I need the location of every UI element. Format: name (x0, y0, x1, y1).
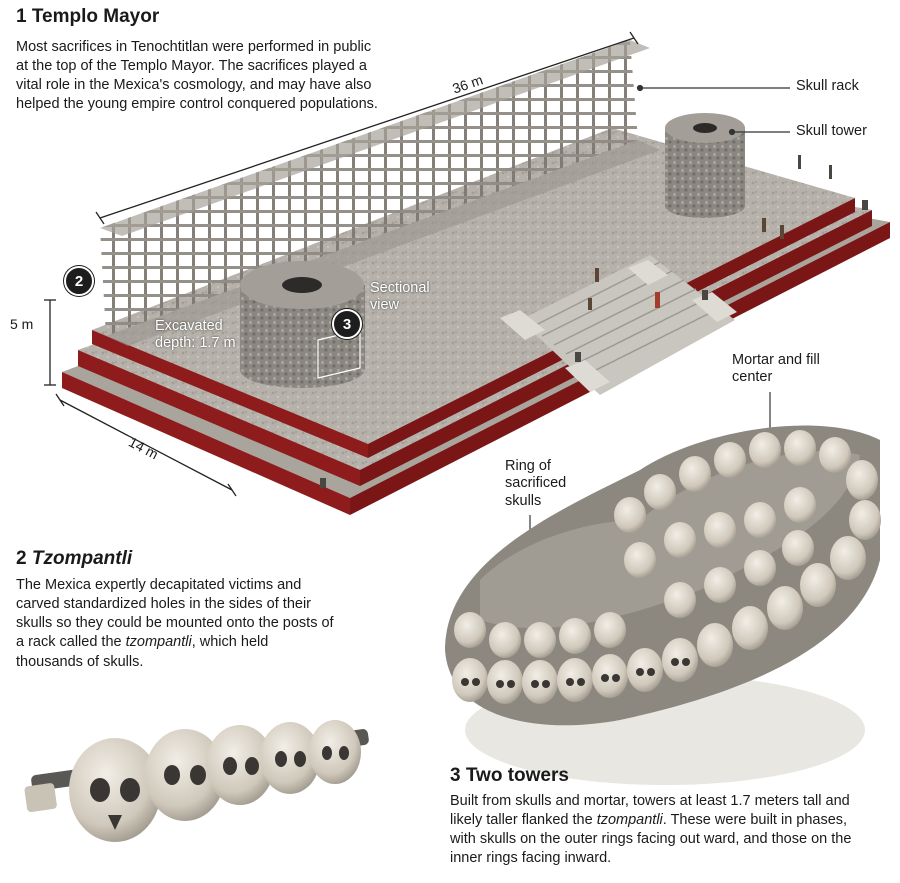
section2-title: 2 Tzompantli (16, 548, 132, 570)
section2-body-em: tzompantli (125, 634, 192, 651)
badge-3: 3 (332, 309, 362, 339)
people (588, 218, 784, 310)
sectional-view-label: Sectional view (370, 280, 430, 313)
excavated-depth-label: Excavated depth: 1.7 m (155, 318, 236, 351)
skull-tower-label: Skull tower (796, 123, 867, 139)
section2-body-post: , which held thousands of skulls. (16, 634, 269, 670)
section2-body: The Mexica expertly decapitated victims … (16, 576, 336, 672)
skull-rack-label: Skull rack (796, 78, 859, 94)
section1-title: 1 Templo Mayor (16, 6, 160, 27)
skull-rod (24, 720, 369, 842)
ring-skulls-label: Ring of sacrificed skulls (505, 458, 567, 509)
section2-body-pre: The Mexica expertly decapitated victims … (16, 577, 334, 651)
skull-tower-large (240, 261, 365, 388)
section2-title-em: Tzompantli (31, 548, 133, 569)
skull-tower-small (665, 113, 745, 218)
section3-title: 3 Two towers (450, 765, 569, 786)
torches (320, 155, 868, 488)
dimension-height: 5 m (10, 316, 34, 332)
mortar-fill-label: Mortar and fill center (732, 352, 820, 386)
section1-body: Most sacrifices in Tenochtitlan were per… (16, 39, 378, 113)
section2-title-num: 2 (16, 548, 32, 569)
section3-body-em: tzompantli (596, 812, 663, 829)
dimension-lines (44, 31, 639, 497)
staircase (500, 255, 737, 395)
section3-body: Built from skulls and mortar, towers at … (450, 792, 870, 869)
section3-body-post: . These were built in phases, with skull… (450, 812, 852, 867)
sectional-tower (445, 425, 881, 785)
badge-2: 2 (64, 266, 94, 296)
section3-body-pre: Built from skulls and mortar, towers at … (450, 793, 850, 829)
